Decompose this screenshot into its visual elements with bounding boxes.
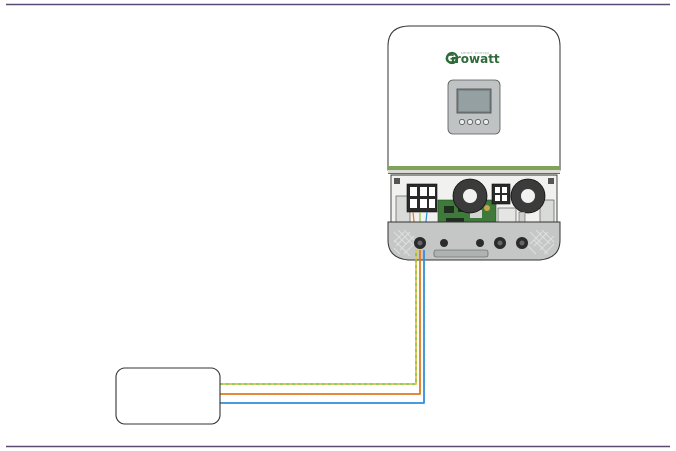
- vent-grille: [393, 229, 555, 257]
- bottom-cover: [387, 221, 561, 261]
- external-device-box: [115, 367, 221, 425]
- wire-live: [220, 250, 421, 395]
- display-button-1: [459, 119, 465, 125]
- cable-bundle: [220, 250, 425, 404]
- inductor-right: [510, 178, 546, 214]
- display-button-3: [475, 119, 481, 125]
- wire-neutral: [220, 250, 425, 404]
- dc-terminal-block: [491, 183, 511, 205]
- inductor-left: [452, 178, 488, 214]
- inverter: Growatt smart energy: [387, 25, 561, 261]
- cable-glands: [414, 237, 528, 249]
- inverter-green-strip: [388, 166, 560, 170]
- bottom-label-slot: [433, 249, 489, 258]
- display-buttons: [459, 119, 489, 125]
- brand-name: Growatt: [445, 52, 500, 66]
- brand-logo: Growatt smart energy: [445, 51, 500, 66]
- display-button-2: [467, 119, 473, 125]
- brand-tagline: smart energy: [461, 51, 490, 55]
- wire-ground: [220, 250, 417, 385]
- display-button-4: [483, 119, 489, 125]
- wire-ground-stripe: [220, 250, 417, 385]
- ac-terminal-block: [406, 183, 438, 213]
